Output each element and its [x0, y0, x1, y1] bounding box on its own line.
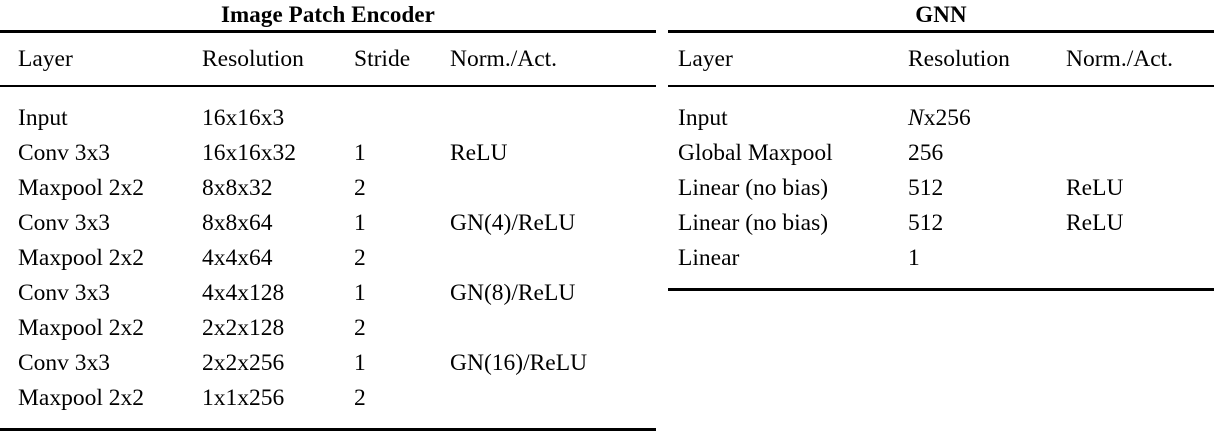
table-row: Input Nx256	[668, 101, 1214, 136]
table-row: Linear (no bias) 512 ReLU	[668, 171, 1214, 206]
panel-title-image-patch-encoder: Image Patch Encoder	[221, 2, 435, 27]
column-header-resolution: Resolution	[908, 46, 1010, 72]
cell-layer: Global Maxpool	[678, 140, 833, 166]
cell-norm-act: GN(4)/ReLU	[450, 210, 576, 236]
cell-layer: Input	[678, 105, 728, 131]
cell-resolution: 1	[908, 241, 1066, 276]
body-bottom-spacer-left	[0, 416, 656, 428]
cell-layer: Input	[18, 105, 68, 131]
cell-norm-act	[1066, 136, 1214, 171]
cell-norm-act	[450, 311, 656, 346]
cell-stride: 1	[354, 210, 366, 236]
cell-norm-act: GN(16)/ReLU	[450, 350, 588, 376]
cell-layer: Conv 3x3	[18, 210, 111, 236]
cell-norm-act	[450, 241, 656, 276]
cell-resolution: 8x8x64	[202, 210, 273, 236]
cell-resolution-suffix: 256	[908, 140, 944, 166]
table-rule-mid-right	[668, 85, 1214, 87]
panel-gnn: GNN Layer Resolution Norm./Act. Input Nx…	[668, 0, 1214, 291]
cell-stride: 1	[354, 140, 366, 166]
table-row: Input 16x16x3	[0, 101, 656, 136]
cell-norm-act: ReLU	[1066, 210, 1124, 236]
column-header-layer: Layer	[18, 46, 73, 72]
cell-resolution: 2x2x128	[202, 315, 285, 341]
cell-layer: Conv 3x3	[18, 140, 111, 166]
table-row: Global Maxpool 256	[668, 136, 1214, 171]
cell-resolution-suffix: 512	[908, 210, 944, 236]
table-row: Linear (no bias) 512 ReLU	[668, 206, 1214, 241]
cell-layer: Linear (no bias)	[678, 210, 829, 236]
cell-stride: 1	[354, 280, 366, 306]
column-header-layer: Layer	[678, 46, 733, 72]
table-row: Conv 3x3 4x4x128 1 GN(8)/ReLU	[0, 276, 656, 311]
cell-stride: 2	[354, 175, 366, 201]
cell-layer: Conv 3x3	[18, 280, 111, 306]
cell-resolution: 16x16x32	[202, 140, 296, 166]
table-row: Maxpool 2x2 2x2x128 2	[0, 311, 656, 346]
table-row: Maxpool 2x2 8x8x32 2	[0, 171, 656, 206]
table-body-image-patch-encoder: Input 16x16x3 Conv 3x3 16x16x32 1 ReLU M…	[0, 87, 656, 428]
table-row: Maxpool 2x2 4x4x64 2	[0, 241, 656, 276]
table-header-row-left: Layer Resolution Stride Norm./Act.	[0, 33, 656, 85]
cell-layer: Conv 3x3	[18, 350, 111, 376]
cell-layer: Maxpool 2x2	[18, 315, 144, 341]
cell-norm-act	[450, 381, 656, 416]
body-top-spacer-left	[0, 87, 656, 101]
table-rule-top-right	[668, 30, 1214, 33]
cell-norm-act: GN(8)/ReLU	[450, 280, 576, 306]
body-top-spacer-right	[668, 87, 1214, 101]
cell-layer: Maxpool 2x2	[18, 175, 144, 201]
panel-title-gnn: GNN	[915, 2, 967, 27]
cell-norm-act: ReLU	[1066, 175, 1124, 201]
table-row: Linear 1	[668, 241, 1214, 276]
cell-stride: 2	[354, 245, 366, 271]
cell-stride: 2	[354, 385, 366, 411]
cell-resolution: 1x1x256	[202, 385, 285, 411]
cell-layer: Maxpool 2x2	[18, 385, 144, 411]
table-rule-bottom-right	[668, 288, 1214, 291]
cell-layer: Maxpool 2x2	[18, 245, 144, 271]
cell-norm-act	[1066, 241, 1214, 276]
cell-norm-act	[450, 101, 656, 136]
cell-resolution-suffix: 1	[908, 245, 920, 271]
column-header-stride: Stride	[354, 46, 411, 72]
cell-stride	[354, 101, 450, 136]
panel-image-patch-encoder: Image Patch Encoder Layer Resolution Str…	[0, 2, 656, 431]
cell-resolution: 256	[908, 136, 1066, 171]
column-header-norm-act: Norm./Act.	[450, 46, 558, 72]
table-row: Conv 3x3 2x2x256 1 GN(16)/ReLU	[0, 346, 656, 381]
column-header-resolution: Resolution	[202, 46, 304, 72]
math-variable-n: N	[908, 105, 924, 131]
table-gnn: Layer Resolution Norm./Act.	[668, 33, 1214, 85]
table-rule-mid-left	[0, 85, 656, 87]
cell-layer: Linear (no bias)	[678, 175, 829, 201]
table-header-row-right: Layer Resolution Norm./Act.	[668, 33, 1214, 85]
cell-resolution: 4x4x64	[202, 245, 273, 271]
table-row: Conv 3x3 16x16x32 1 ReLU	[0, 136, 656, 171]
column-header-norm-act: Norm./Act.	[1066, 46, 1174, 72]
table-row: Maxpool 2x2 1x1x256 2	[0, 381, 656, 416]
cell-resolution: 16x16x3	[202, 105, 285, 131]
table-rule-top-left	[0, 30, 656, 33]
table-image-patch-encoder: Layer Resolution Stride Norm./Act.	[0, 33, 656, 85]
cell-resolution-suffix: x256	[923, 105, 971, 131]
cell-layer: Linear	[678, 245, 740, 271]
cell-resolution: 4x4x128	[202, 280, 285, 306]
cell-resolution: 512	[908, 171, 1066, 206]
table-row: Conv 3x3 8x8x64 1 GN(4)/ReLU	[0, 206, 656, 241]
cell-norm-act	[1066, 101, 1214, 136]
cell-resolution: 2x2x256	[202, 350, 285, 376]
cell-resolution: 8x8x32	[202, 175, 273, 201]
cell-norm-act	[450, 171, 656, 206]
cell-stride: 2	[354, 315, 366, 341]
table-body-gnn: Input Nx256 Global Maxpool 256 Linear (n…	[668, 87, 1214, 288]
cell-stride: 1	[354, 350, 366, 376]
body-bottom-spacer-right	[668, 276, 1214, 288]
cell-resolution: 512	[908, 206, 1066, 241]
cell-resolution-suffix: 512	[908, 175, 944, 201]
cell-norm-act: ReLU	[450, 140, 508, 166]
cell-resolution: Nx256	[908, 101, 1066, 136]
